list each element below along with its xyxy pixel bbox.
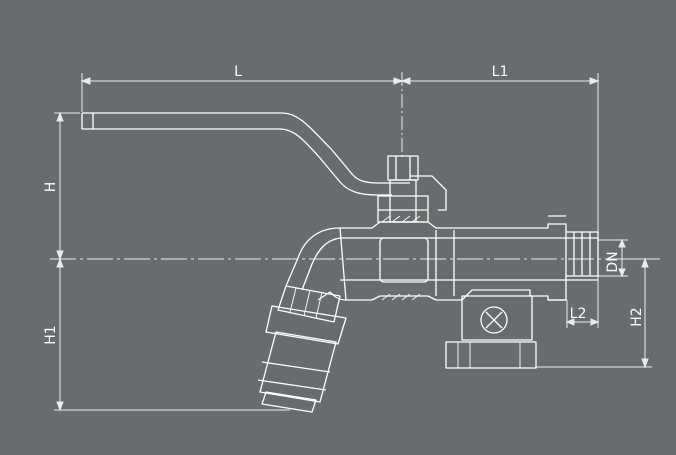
body-outline xyxy=(339,221,599,301)
label-H: H xyxy=(43,182,59,193)
arrow-H2-top xyxy=(641,257,649,268)
label-DN: DN xyxy=(605,251,621,272)
arrow-L2-left xyxy=(565,318,575,326)
label-H2: H2 xyxy=(629,307,645,326)
drain-bottom xyxy=(445,341,537,369)
drain-fitting xyxy=(461,295,533,341)
label-L1: L1 xyxy=(492,64,509,80)
dimension-lines xyxy=(50,72,660,412)
end-thread xyxy=(565,232,591,276)
handle-lever xyxy=(82,112,410,184)
label-H1: H1 xyxy=(43,325,59,344)
dimension-labels: L L1 L2 H H1 H2 DN xyxy=(43,64,645,345)
arrow-L-left xyxy=(80,77,91,85)
arrow-H-top xyxy=(56,111,64,122)
arrow-L1-right xyxy=(589,77,600,85)
arrow-DN-top xyxy=(618,238,626,248)
drain-plug-cross xyxy=(485,311,503,329)
spout-nut xyxy=(277,285,341,323)
ball xyxy=(379,237,429,283)
arrow-H2-bottom xyxy=(641,358,649,369)
drain-plug xyxy=(480,306,508,334)
arrow-L1-left xyxy=(400,77,411,85)
arrow-L2-right xyxy=(590,318,600,326)
handle-clip xyxy=(410,175,447,211)
valve-body xyxy=(81,112,599,413)
spout-connector xyxy=(259,331,337,403)
spout-tip-end xyxy=(261,391,317,413)
spout-coupling xyxy=(265,305,347,345)
spout-tip xyxy=(257,361,331,391)
arrow-H-bottom xyxy=(56,250,64,261)
spout-elbow-inner xyxy=(301,237,341,291)
drain-bottom-lines xyxy=(457,342,521,368)
body-hatch xyxy=(381,215,421,301)
label-L2: L2 xyxy=(570,306,587,322)
stem xyxy=(389,179,417,223)
handle-lever-lower xyxy=(82,128,392,196)
arrow-DN-bottom xyxy=(618,268,626,278)
spout-elbow xyxy=(285,227,347,301)
arrow-H1-bottom xyxy=(56,401,64,412)
label-L: L xyxy=(234,64,242,80)
arrow-L-right xyxy=(393,77,404,85)
stem-packing xyxy=(377,195,429,223)
arrow-H1-top xyxy=(56,257,64,268)
